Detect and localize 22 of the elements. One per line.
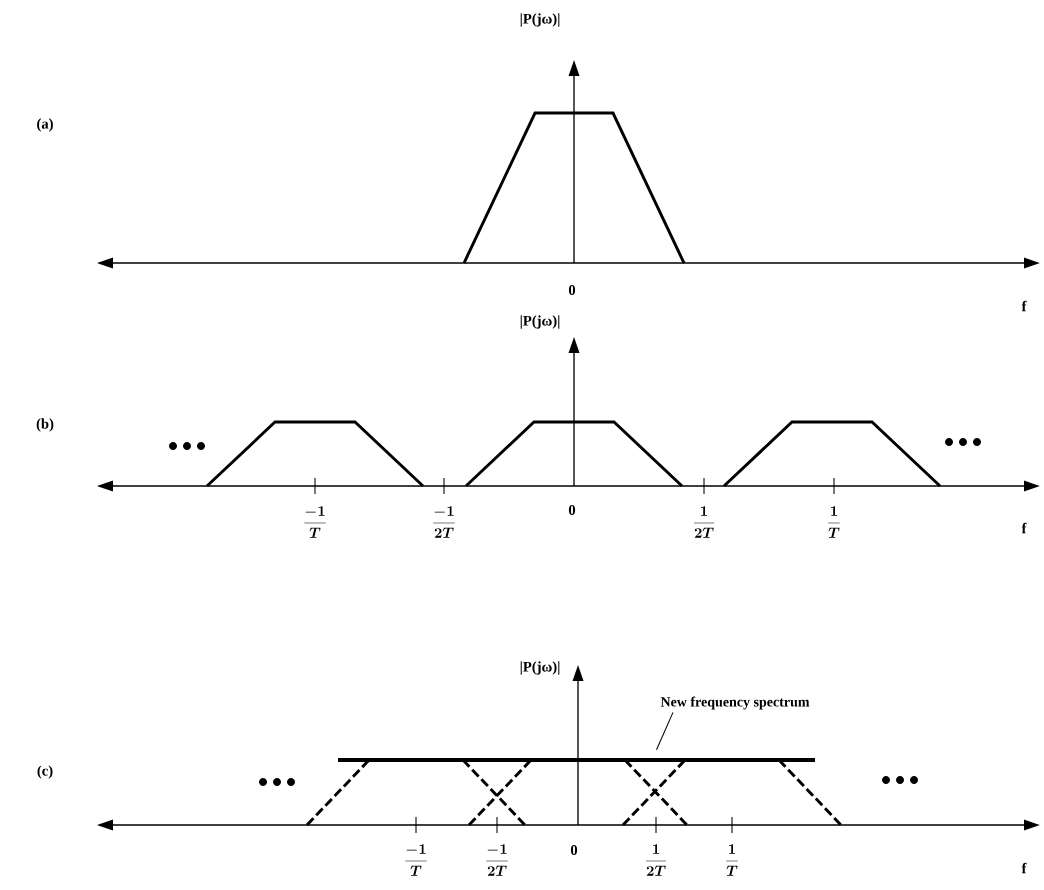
tick-label: $\frac{-1}{2T}$: [433, 506, 455, 538]
tick-label: $\frac{1}{T}$: [828, 506, 840, 538]
tick-label: $\frac{1}{T}$: [726, 844, 738, 876]
tick-label: 0: [570, 845, 578, 855]
annotation-text: New frequency spectrum: [660, 696, 810, 710]
axis-label: f: [1021, 522, 1027, 534]
panel-label: (c): [37, 765, 53, 779]
axis-label: |P(jω)|: [520, 661, 560, 675]
tick-label: $\frac{-1}{2T}$: [486, 844, 508, 876]
axis-label: |P(jω)|: [520, 315, 560, 329]
panel-label: (b): [36, 418, 54, 432]
tick-label: $\frac{1}{2T}$: [694, 506, 714, 538]
tick-label: $\frac{-1}{T}$: [304, 506, 326, 538]
tick-label: 0: [568, 285, 576, 295]
tick-label: 0: [568, 505, 576, 515]
leader-line: [655, 711, 674, 751]
panel-label: (a): [37, 118, 53, 132]
axis-label: f: [1021, 300, 1027, 312]
tick-label: $\frac{1}{2T}$: [646, 844, 666, 876]
axis-label: f: [1021, 862, 1027, 874]
tick-label: $\frac{-1}{T}$: [405, 844, 427, 876]
axis-label: |P(jω)|: [520, 13, 560, 27]
